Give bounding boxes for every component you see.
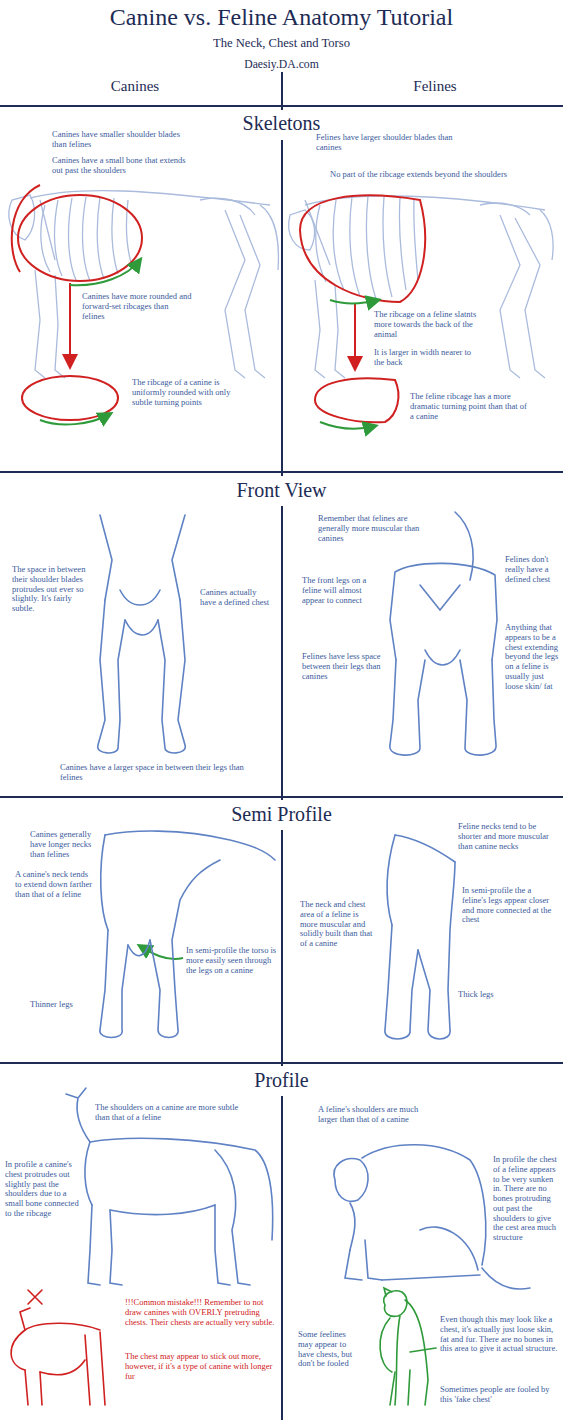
section-heading: Profile xyxy=(180,1069,383,1092)
credit: Daesiy.DA.com xyxy=(0,58,563,71)
annotation: No part of the ribcage extends beyond th… xyxy=(330,170,510,180)
annotation: The ribcage on a feline slatnts more tow… xyxy=(374,310,479,339)
annotation: The neck and chest area of a feline is m… xyxy=(300,900,378,949)
annotation: The space in between their shoulder blad… xyxy=(12,565,92,614)
annotation: Felines don't really have a defined ches… xyxy=(505,555,559,584)
annotation: It is larger in width nearer to the back xyxy=(374,348,474,368)
annotation: In semi-profile the a feline's legs appe… xyxy=(462,886,556,925)
annotation: The feline ribcage has a more dramatic t… xyxy=(410,392,530,421)
skeleton-sketch xyxy=(9,191,553,378)
annotation: Canines have smaller shoulder blades tha… xyxy=(52,130,187,150)
annotation: In semi-profile the torso is more easily… xyxy=(186,946,280,975)
annotation: Remember that felines are generally more… xyxy=(318,514,428,543)
annotation: Canines have a small bone that extends o… xyxy=(52,156,187,176)
curve-arrow xyxy=(40,260,378,959)
section-heading: Skeletons xyxy=(180,112,383,135)
annotation: Felines have larger shoulder blades than… xyxy=(316,133,466,153)
column-heading: Felines xyxy=(360,78,510,95)
wrong-canine-sketch xyxy=(11,1290,105,1405)
fake-chest-sketch xyxy=(380,1288,436,1405)
annotation: Canines actually have a defined chest xyxy=(200,588,270,608)
annotation: In profile the chest of a feline appears… xyxy=(493,1155,559,1243)
annotation: Thick legs xyxy=(458,990,528,1000)
ribcage-outline xyxy=(12,185,425,422)
annotation: Canines have a larger space in between t… xyxy=(60,763,260,783)
animal-sketch xyxy=(66,512,530,1289)
panel-divider xyxy=(0,72,563,1420)
warning-note: The chest may appear to stick out more, … xyxy=(125,1352,273,1381)
warning-note: !!!Common mistake!!! Remember to not dra… xyxy=(125,1298,275,1327)
annotation: Canines generally have longer necks than… xyxy=(30,830,102,859)
annotation: In profile a canine's chest protrudes ou… xyxy=(5,1160,80,1219)
annotation: Felines have less space between their le… xyxy=(302,652,384,681)
annotation: A canine's neck tends to extend down far… xyxy=(15,870,95,899)
annotation: Anything that appears to be a chest exte… xyxy=(505,623,559,691)
section-heading: Semi Profile xyxy=(160,803,403,826)
annotation: Some feelines may appear to have chests,… xyxy=(298,1330,362,1369)
annotation: Even though this may look like a chest, … xyxy=(440,1315,558,1354)
annotation: The front legs on a feline will almost a… xyxy=(302,576,384,605)
annotation: Canines have more rounded and forward-se… xyxy=(82,292,192,321)
annotation: The shoulders on a canine are more subtl… xyxy=(95,1103,245,1123)
annotation: The ribcage of a canine is uniformly rou… xyxy=(132,378,252,407)
annotation: Thinner legs xyxy=(30,1000,100,1010)
page-title: Canine vs. Feline Anatomy Tutorial xyxy=(0,4,563,32)
section-heading: Front View xyxy=(180,479,383,502)
column-heading: Canines xyxy=(60,78,210,95)
annotation: A feline's shoulders are much larger tha… xyxy=(318,1105,428,1125)
annotation: Feline necks tend to be shorter and more… xyxy=(458,822,558,851)
annotation: Sometimes people are fooled by this 'fak… xyxy=(440,1385,558,1405)
subtitle: The Neck, Chest and Torso xyxy=(0,36,563,50)
